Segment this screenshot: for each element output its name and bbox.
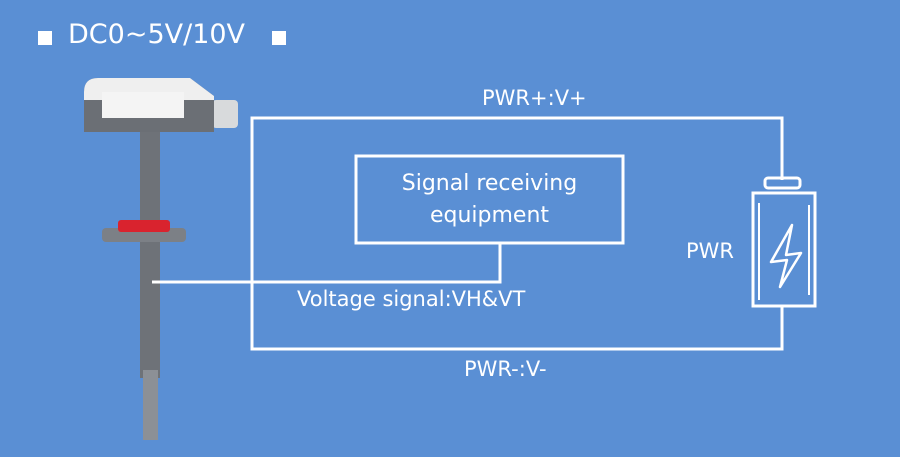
pwr-label: PWR [686,239,735,263]
power-loop-wire [250,116,784,351]
signal-receiving-equipment-box [354,154,625,245]
sensor-probe-image [84,78,238,440]
lightning-icon [769,223,803,289]
receiver-label-line2: equipment [429,203,550,228]
pwr-plus-label: PWR+:V+ [482,86,587,110]
signal-wire [152,243,502,284]
pwr-minus-label: PWR-:V- [464,357,547,381]
receiver-label-line1: Signal receiving [401,171,578,196]
receiver-label: Signal receiving equipment [356,168,623,232]
square-bullet-icon [38,31,52,45]
square-bullet-icon [272,31,286,45]
voltage-signal-label: Voltage signal:VH&VT [297,287,526,311]
battery-icon [751,176,817,308]
voltage-range-title: DC0~5V/10V [68,19,246,50]
